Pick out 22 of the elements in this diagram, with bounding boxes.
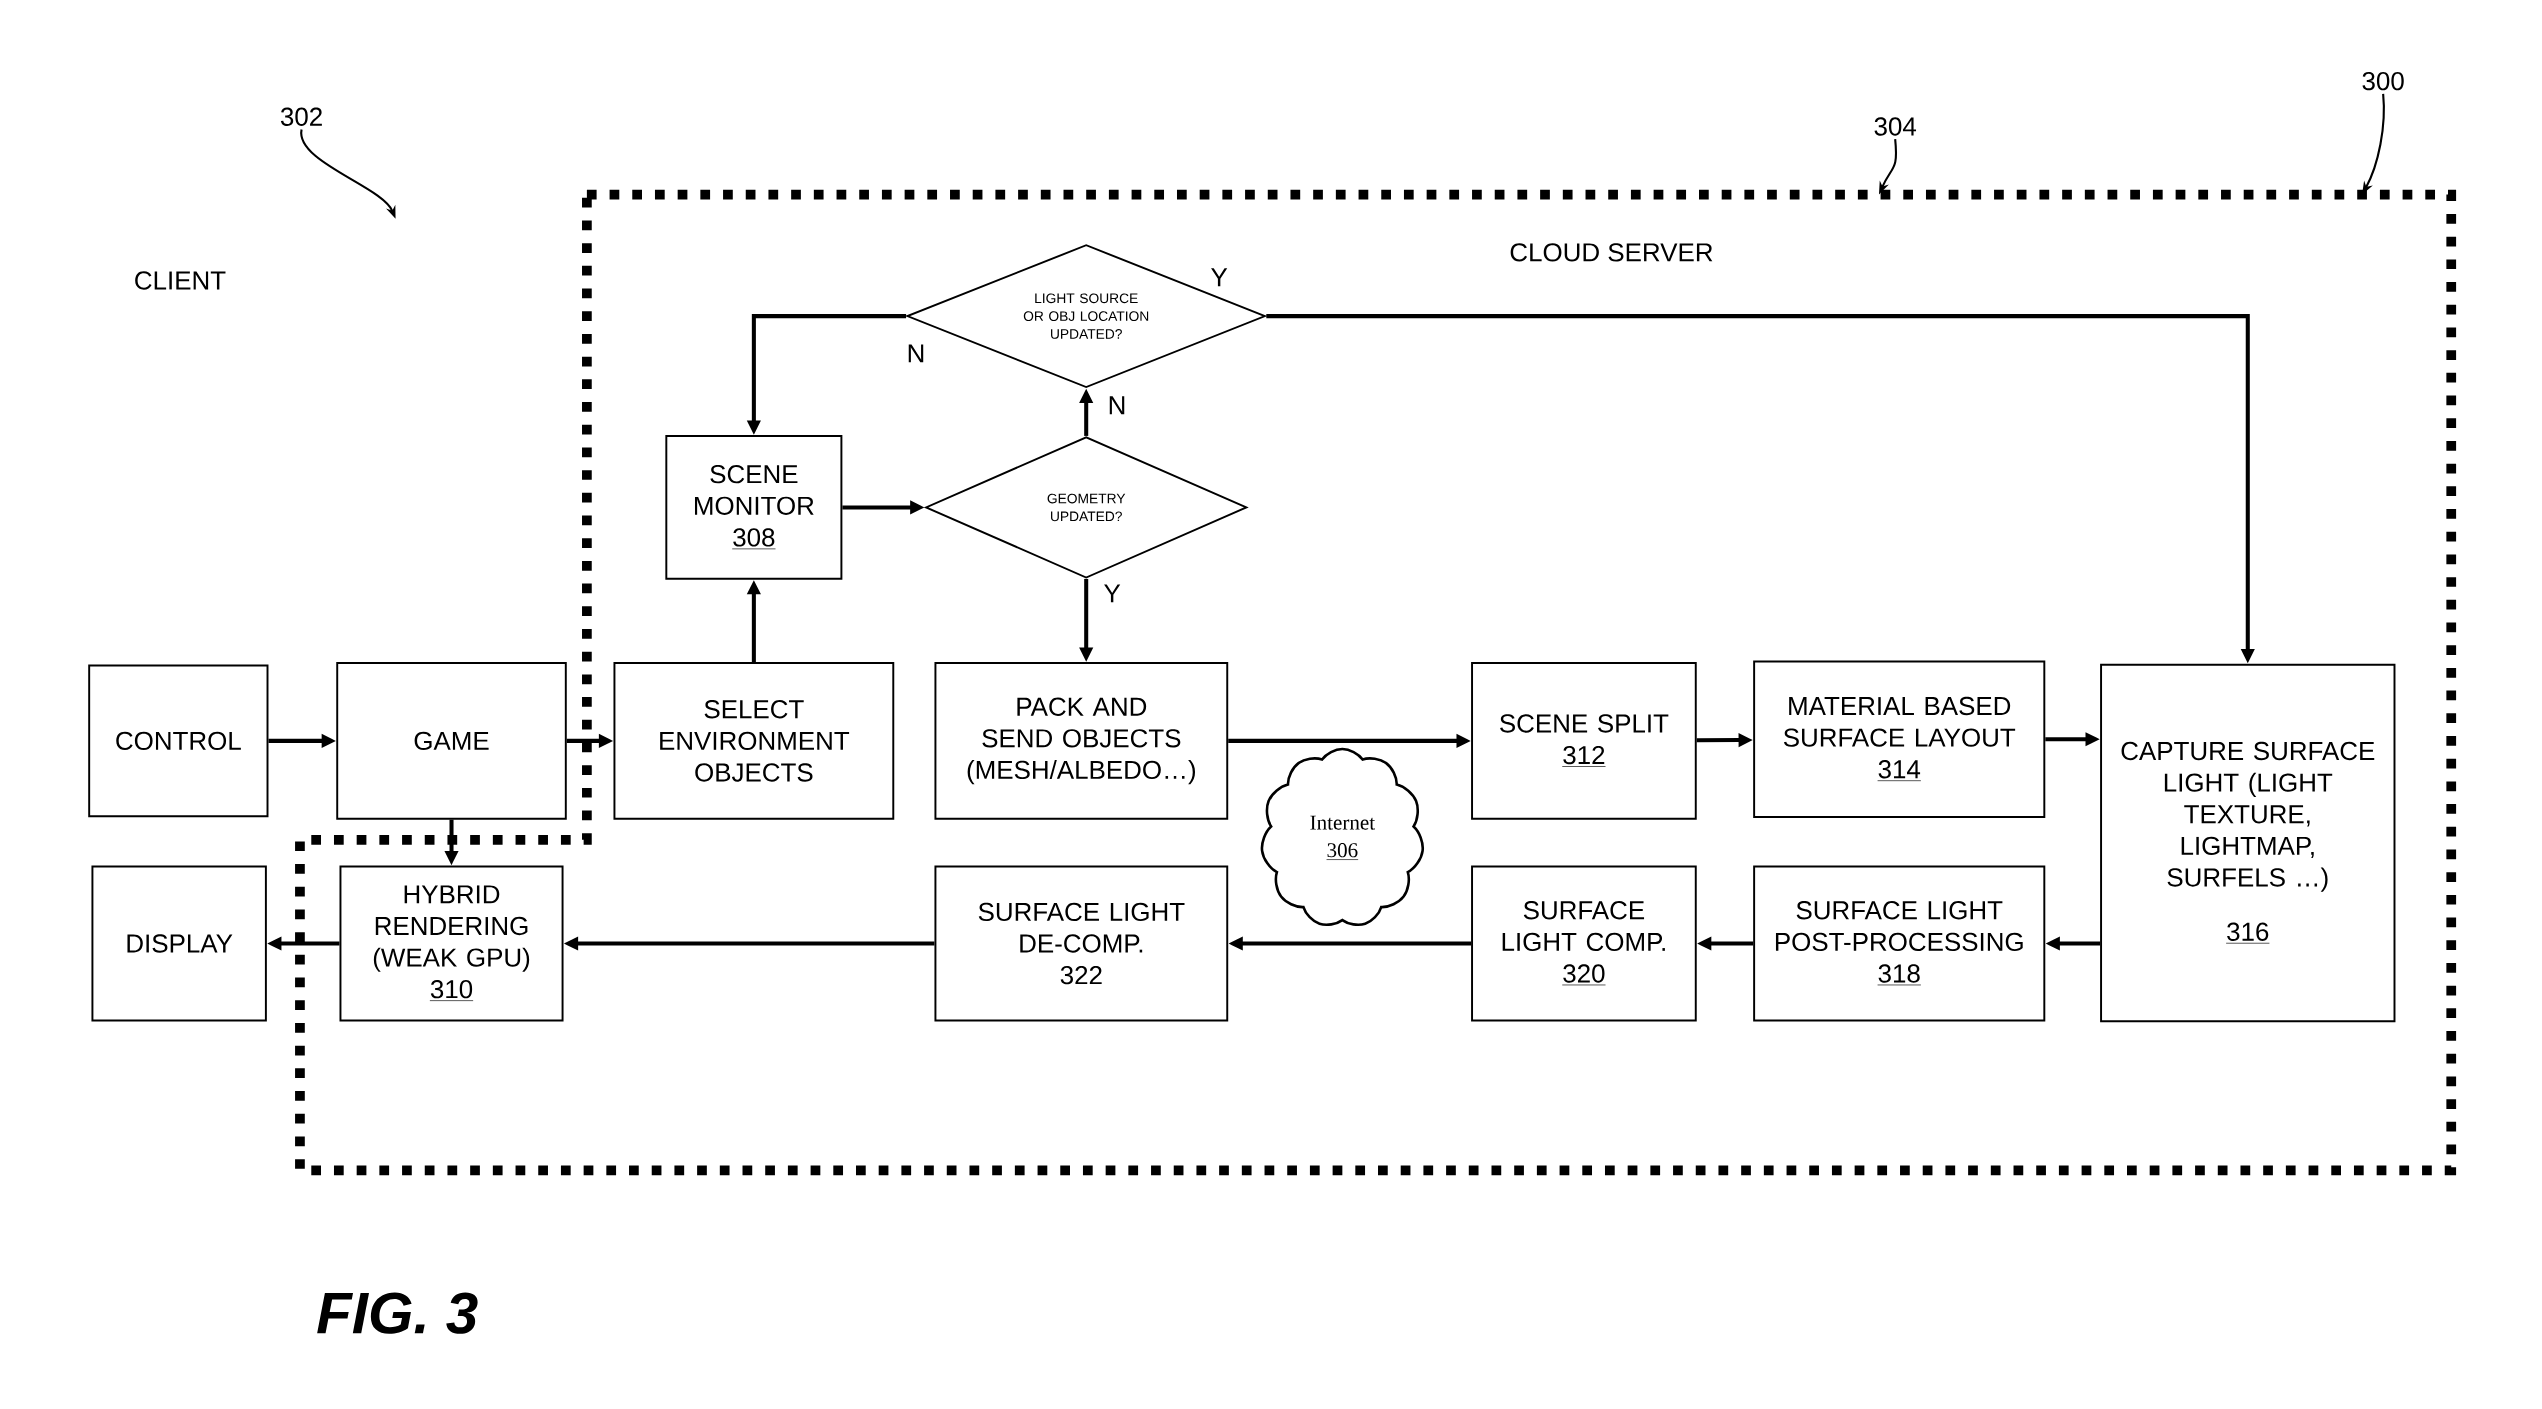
reference-number: 302 (280, 107, 322, 126)
process-box: SURFACE LIGHT COMP. 320 (1471, 865, 1697, 1022)
process-box: CONTROL (88, 664, 269, 818)
figure-caption: FIG. 3 (317, 1292, 478, 1334)
process-box: CAPTURE SURFACE LIGHT (LIGHT TEXTURE, LIGHTMAP, SURFELS …) 316 (2100, 663, 2396, 1023)
edge-label: Y (1208, 266, 1230, 288)
edge-label: Y (1101, 582, 1123, 604)
process-box: SCENE SPLIT 312 (1471, 662, 1697, 820)
reference-label: CLIENT (135, 271, 226, 290)
process-box: PACK AND SEND OBJECTS (MESH/ALBEDO…) (934, 662, 1229, 820)
process-box: MATERIAL BASED SURFACE LAYOUT 314 (1753, 660, 2046, 819)
process-box: GAME (336, 662, 567, 820)
process-box: SURFACE LIGHT POST-PROCESSING 318 (1753, 865, 2046, 1022)
process-box: SELECT ENVIRONMENT OBJECTS (613, 662, 895, 820)
process-box: SURFACE LIGHT DE-COMP. 322 (934, 865, 1229, 1022)
reference-number: 300 (2362, 72, 2404, 91)
edge-label: N (1106, 394, 1128, 416)
reference-number: 304 (1874, 117, 1917, 136)
process-box: SCENE MONITOR 308 (665, 435, 843, 580)
process-box: DISPLAY (91, 865, 267, 1022)
edge-label: N (905, 343, 927, 365)
process-box: HYBRID RENDERING (WEAK GPU) 310 (339, 865, 564, 1022)
